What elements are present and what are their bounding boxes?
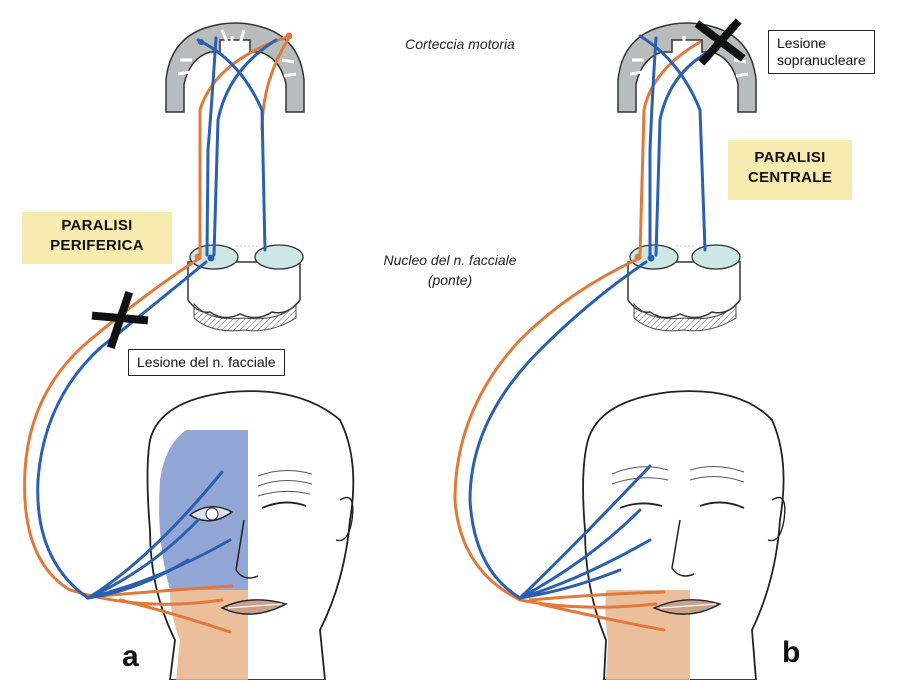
panel-letter-a: a bbox=[122, 640, 139, 674]
supranuclear-lesion-label: Lesione sopranucleare bbox=[768, 30, 875, 74]
panel-letter-b: b bbox=[782, 636, 800, 670]
supranuclear-lesion-line1: Lesione bbox=[777, 35, 866, 52]
central-paralysis-line1: PARALISI bbox=[728, 148, 852, 168]
face-a bbox=[148, 391, 354, 680]
central-paralysis-label: PARALISI CENTRALE bbox=[728, 140, 852, 200]
facial-nucleus-label-line1: Nucleo del n. facciale bbox=[330, 250, 570, 270]
brainstem-a bbox=[188, 262, 300, 331]
facial-nucleus-label: Nucleo del n. facciale (ponte) bbox=[330, 250, 570, 290]
facial-nucleus-right-a bbox=[255, 245, 303, 269]
panel-b bbox=[455, 23, 785, 680]
motor-cortex-label: Corteccia motoria bbox=[360, 36, 560, 52]
brainstem-b bbox=[628, 262, 740, 331]
peripheral-paralysis-line1: PARALISI bbox=[22, 216, 172, 236]
peripheral-paralysis-line2: PERIFERICA bbox=[22, 236, 172, 256]
peripheral-paralysis-label: PARALISI PERIFERICA bbox=[22, 212, 172, 264]
facial-nucleus-right-b bbox=[692, 245, 740, 269]
central-paralysis-line2: CENTRALE bbox=[728, 168, 852, 188]
supranuclear-lesion-line2: sopranucleare bbox=[777, 52, 866, 69]
facial-nerve-lesion-label: Lesione del n. facciale bbox=[128, 349, 285, 376]
facial-nucleus-label-line2: (ponte) bbox=[330, 270, 570, 290]
